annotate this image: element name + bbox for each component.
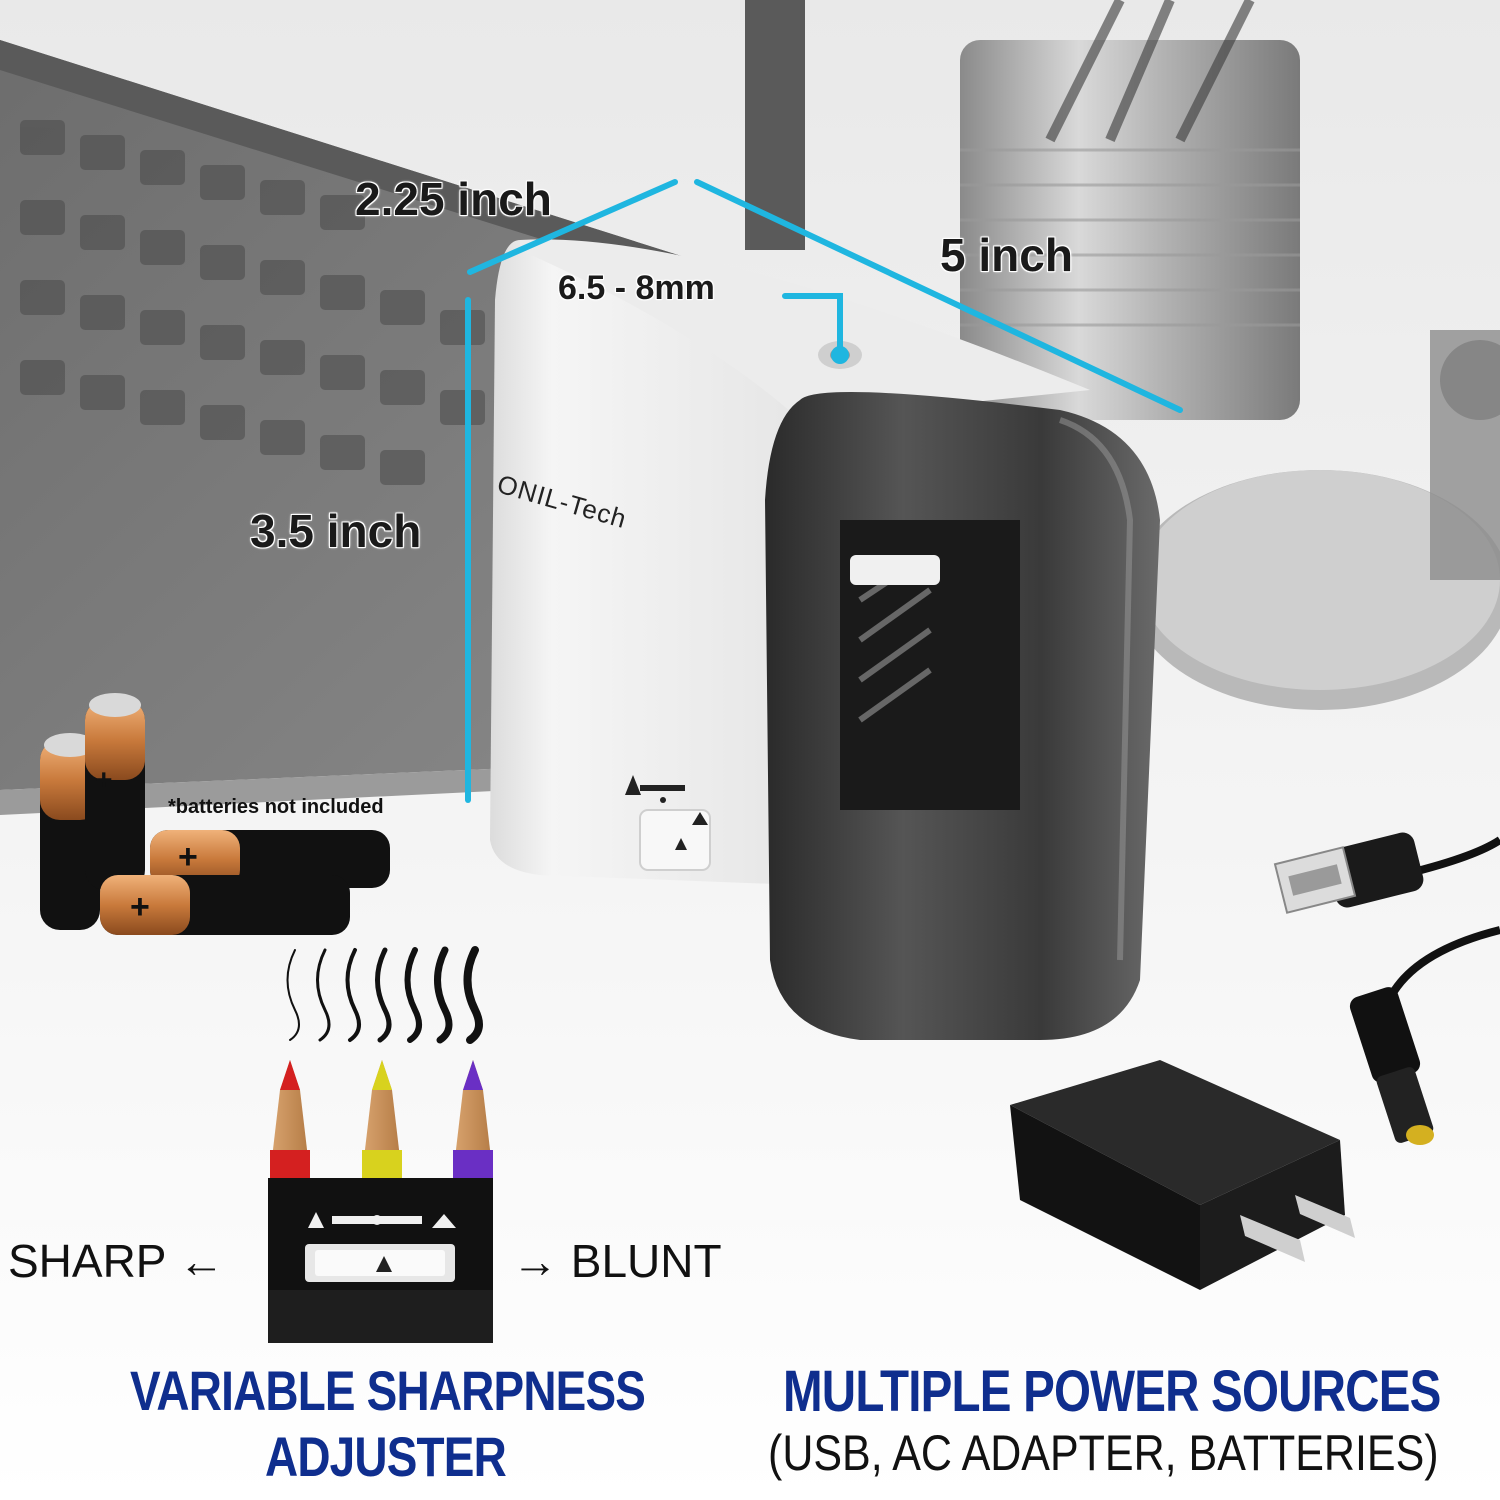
dimension-lines <box>465 179 1183 803</box>
svg-text:+: + <box>130 888 150 926</box>
depth-dimension-label: 5 inch <box>940 229 1073 281</box>
sharpness-waves <box>286 946 483 1044</box>
adjuster-title-line2: ADJUSTER <box>265 1425 507 1488</box>
adjuster-closeup <box>268 1178 493 1343</box>
batteries-note: *batteries not included <box>168 796 384 818</box>
ac-adapter <box>1010 1060 1355 1290</box>
pencil-size-label: 6.5 - 8mm <box>558 269 715 307</box>
pencils <box>270 1060 493 1178</box>
svg-text:+: + <box>178 838 198 876</box>
usb-cable <box>1273 832 1500 1145</box>
svg-text:+: + <box>95 764 113 797</box>
batteries: + + + <box>40 693 390 935</box>
adjuster-title-line1: VARIABLE SHARPNESS <box>130 1359 646 1422</box>
width-dimension-label: 2.25 inch <box>355 173 552 225</box>
blunt-label: → BLUNT <box>512 1235 722 1287</box>
height-dimension-label: 3.5 inch <box>250 505 422 557</box>
power-title: MULTIPLE POWER SOURCES <box>783 1359 1441 1424</box>
sharp-label: SHARP ← <box>8 1235 225 1287</box>
power-subtitle: (USB, AC ADAPTER, BATTERIES) <box>768 1425 1439 1481</box>
